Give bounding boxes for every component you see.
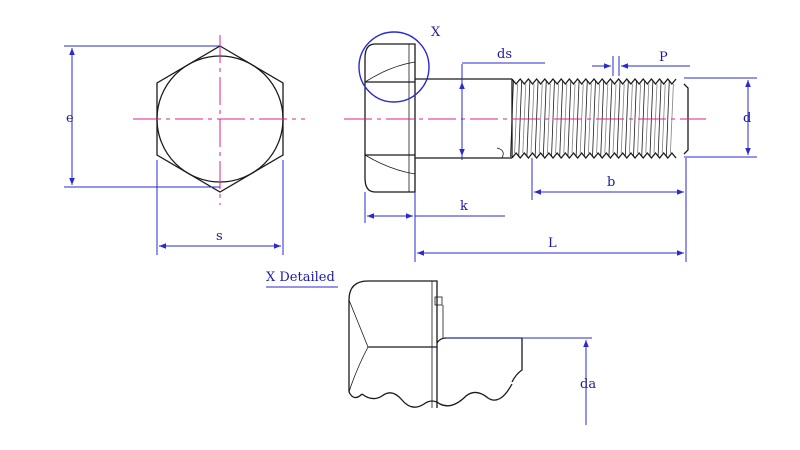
detail-head-outline — [348, 280, 438, 408]
thread-top-profile — [511, 77, 677, 86]
hexagon-outline — [156, 45, 284, 193]
thread-flank-line — [592, 79, 596, 158]
bolt-side-view: X ds P d b k L — [344, 25, 757, 262]
k-label: k — [460, 199, 468, 214]
break-line — [361, 383, 513, 408]
bolt-head-outline — [364, 43, 416, 193]
d-label: d — [743, 111, 751, 126]
thread-flank-line — [633, 79, 637, 158]
x-mark-label: X — [431, 25, 441, 40]
detail-x-circle — [358, 31, 430, 103]
thread-root-line — [538, 83, 543, 154]
da-label: da — [580, 377, 596, 392]
thread-flank-line — [542, 79, 547, 158]
x-detailed-view: X Detailed da — [266, 270, 596, 425]
l-label: L — [548, 236, 557, 251]
thread-flank-line — [624, 79, 629, 158]
detail-shank-outline — [436, 337, 523, 383]
thread-bottom-profile — [511, 151, 677, 160]
x-detailed-label: X Detailed — [266, 270, 335, 285]
hex-head-end-view: e s — [64, 35, 305, 255]
thread-flank-line — [551, 79, 555, 158]
ds-label: ds — [497, 47, 512, 62]
s-label: s — [216, 229, 223, 244]
thread-flank-line — [665, 79, 670, 158]
b-label: b — [607, 175, 615, 190]
thread-flank-line — [583, 79, 588, 158]
p-label: P — [659, 50, 668, 65]
e-label: e — [66, 111, 74, 126]
thread-region — [510, 77, 689, 160]
